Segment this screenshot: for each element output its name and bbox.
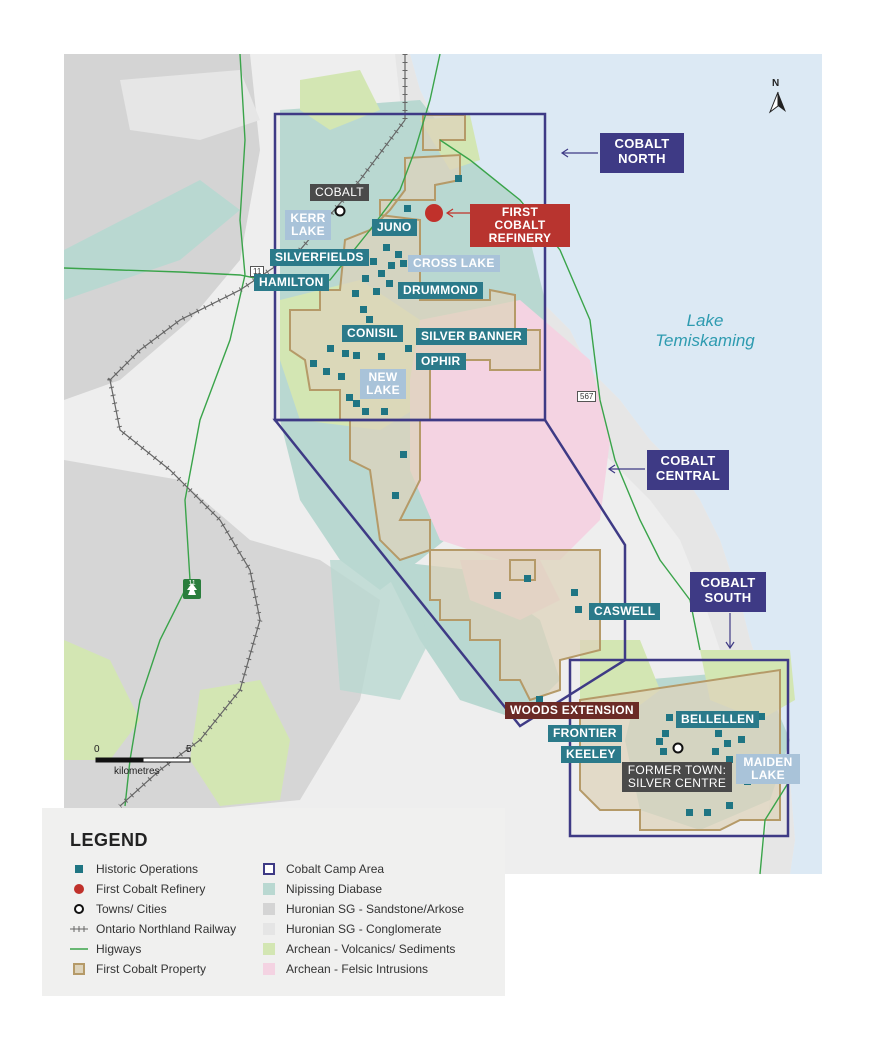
scale-bar-graphic xyxy=(95,757,191,763)
woods-extension-label: WOODS EXTENSION xyxy=(505,702,639,719)
felsic-swatch-icon xyxy=(260,962,278,976)
highway-line-icon xyxy=(70,942,88,956)
maiden-lake-label: MAIDEN LAKE xyxy=(736,754,800,784)
frontier-label: FRONTIER xyxy=(548,725,622,742)
legend-item-felsic: Archean - Felsic Intrusions xyxy=(260,961,428,977)
scale-bar: 0 5 kilometres xyxy=(94,744,204,784)
sandstone-swatch-icon xyxy=(260,902,278,916)
legend-title: LEGEND xyxy=(70,830,149,850)
railway-line-icon xyxy=(70,922,88,936)
legend-item-sandstone: Huronian SG - Sandstone/Arkose xyxy=(260,901,464,917)
hamilton-label: HAMILTON xyxy=(254,274,329,291)
camp-area-square-icon xyxy=(260,862,278,876)
scale-zero: 0 xyxy=(94,744,100,755)
lake-temiskaming-label: Lake Temiskaming xyxy=(655,311,755,350)
refinery-circle-icon xyxy=(70,882,88,896)
conisil-label: CONISIL xyxy=(342,325,403,342)
juno-label: JUNO xyxy=(372,219,417,236)
silver-banner-label: SILVER BANNER xyxy=(416,328,528,345)
cobalt-central-label: COBALT CENTRAL xyxy=(647,450,729,490)
scale-unit: kilometres xyxy=(114,766,160,777)
legend-label: Historic Operations xyxy=(96,862,199,876)
highway-567-marker: 567 xyxy=(577,391,597,402)
legend-item-historic-operations: Historic Operations xyxy=(70,861,198,877)
legend-item-property: First Cobalt Property xyxy=(70,961,206,977)
legend-item-highways: Higways xyxy=(70,941,141,957)
legend-item-diabase: Nipissing Diabase xyxy=(260,881,382,897)
archean-volcanics-w xyxy=(64,640,140,760)
silver-centre-town-marker xyxy=(672,742,684,754)
cobalt-south-label: COBALT SOUTH xyxy=(690,572,766,612)
archean-volcanics-sw xyxy=(190,680,290,806)
cobalt-town-marker xyxy=(334,205,346,217)
north-label: N xyxy=(772,78,780,89)
historic-operation-square-icon xyxy=(70,862,88,876)
scale-five: 5 xyxy=(186,744,192,755)
drummond-label: DRUMMOND xyxy=(398,282,484,299)
legend-label: Archean - Volcanics/ Sediments xyxy=(286,942,456,956)
historic-operations xyxy=(310,175,765,816)
refinery-label: FIRST COBALT REFINERY xyxy=(470,204,570,247)
conglomerate-patch-a xyxy=(120,70,260,140)
legend-label: Higways xyxy=(96,942,142,956)
legend-item-conglomerate: Huronian SG - Conglomerate xyxy=(260,921,441,937)
silverfields-label: SILVERFIELDS xyxy=(270,249,369,266)
legend-label: Huronian SG - Sandstone/Arkose xyxy=(286,902,465,916)
cobalt-north-label: COBALT NORTH xyxy=(600,133,684,173)
legend-item-volcanics: Archean - Volcanics/ Sediments xyxy=(260,941,455,957)
legend-label: Archean - Felsic Intrusions xyxy=(286,962,429,976)
cross-lake-label: CROSS LAKE xyxy=(408,255,500,272)
kerr-lake-label: KERR LAKE xyxy=(285,210,331,240)
legend-item-refinery: First Cobalt Refinery xyxy=(70,881,205,897)
sandstone-southwest xyxy=(64,460,380,810)
ophir-label: OPHIR xyxy=(416,353,466,370)
camp-arrows xyxy=(445,148,735,650)
legend-label: Cobalt Camp Area xyxy=(286,862,385,876)
legend-label: Towns/ Cities xyxy=(96,902,167,916)
volcanics-swatch-icon xyxy=(260,942,278,956)
legend-label: Nipissing Diabase xyxy=(286,882,383,896)
highways xyxy=(63,53,791,875)
nipissing-diabase-patch xyxy=(330,560,430,700)
legend-label: Ontario Northland Railway xyxy=(96,922,237,936)
legend-label: First Cobalt Refinery xyxy=(96,882,206,896)
town-ring-icon xyxy=(70,902,88,916)
cobalt-town-label: COBALT xyxy=(310,184,369,201)
silver-centre-town-label: FORMER TOWN: SILVER CENTRE xyxy=(622,762,732,792)
legend-item-towns: Towns/ Cities xyxy=(70,901,167,917)
diabase-swatch-icon xyxy=(260,882,278,896)
keeley-label: KEELEY xyxy=(561,746,621,763)
legend-label: Huronian SG - Conglomerate xyxy=(286,922,442,936)
refinery-marker xyxy=(425,204,443,222)
cobalt-central-box xyxy=(272,418,627,728)
highway-11-shield xyxy=(183,579,201,599)
caswell-label: CASWELL xyxy=(589,603,661,620)
conglomerate-swatch-icon xyxy=(260,922,278,936)
legend-item-railway: Ontario Northland Railway xyxy=(70,921,236,937)
legend-item-camp-area: Cobalt Camp Area xyxy=(260,861,384,877)
legend-label: First Cobalt Property xyxy=(96,962,207,976)
legend-panel: LEGEND Historic Operations First Cobalt … xyxy=(42,808,505,996)
highway-11-marker-south: 11 xyxy=(188,580,196,587)
property-square-icon xyxy=(70,962,88,976)
north-arrow-icon xyxy=(768,91,786,114)
new-lake-label: NEW LAKE xyxy=(360,369,406,399)
bellellen-label: BELLELLEN xyxy=(676,711,760,728)
